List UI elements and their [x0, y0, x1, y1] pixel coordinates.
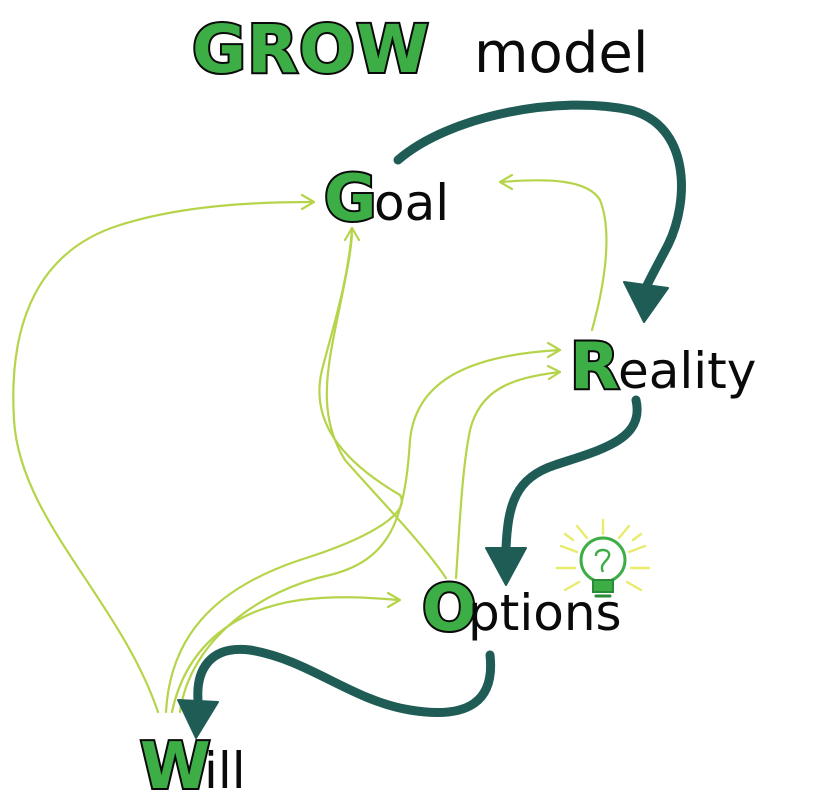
node-will: W ill	[138, 728, 246, 806]
arrow-will-to-options	[170, 591, 402, 714]
arrow-will-to-goal-outer	[12, 193, 316, 714]
node-goal-label: oal	[374, 174, 449, 232]
node-will-initial: W	[140, 730, 211, 804]
arrow-will-to-goal-inner	[164, 226, 403, 714]
diagram-title: GROW model	[190, 9, 648, 90]
feedback-arrows	[12, 173, 608, 714]
node-will-label: ill	[204, 742, 246, 800]
arrow-options-to-reality	[454, 364, 562, 580]
main-flow-arrows	[177, 100, 686, 739]
node-reality: R eality	[568, 328, 756, 406]
lightbulb-icon	[555, 518, 651, 598]
node-options: O ptions	[420, 570, 622, 648]
arrow-options-to-goal	[325, 233, 448, 580]
arrow-reality-to-options	[485, 395, 642, 586]
node-options-label: ptions	[468, 584, 622, 642]
arrow-reality-to-goal	[498, 173, 608, 332]
title-light: model	[474, 21, 648, 86]
arrow-will-to-reality	[178, 341, 562, 714]
node-options-initial: O	[422, 572, 476, 646]
arrow-options-to-will	[177, 644, 496, 739]
node-reality-label: eality	[618, 342, 756, 400]
title-bold: GROW	[192, 11, 430, 88]
arrow-goal-to-reality	[393, 100, 686, 323]
node-reality-initial: R	[570, 330, 619, 404]
node-goal-initial: G	[324, 162, 377, 236]
node-goal: G oal	[322, 160, 449, 238]
